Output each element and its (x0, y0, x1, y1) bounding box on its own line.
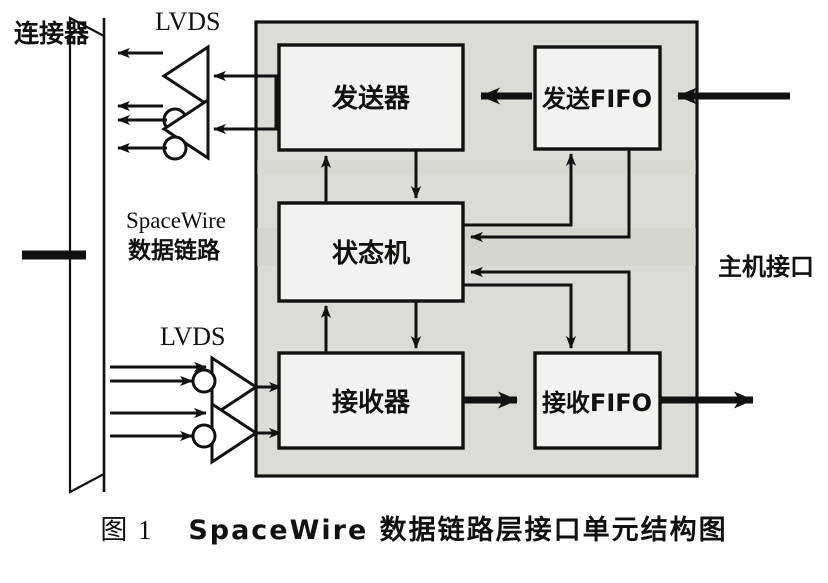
sm-to-send-fifo (463, 153, 577, 227)
datalink-label-line1: SpaceWire (126, 208, 226, 233)
block-transmitter[interactable] (277, 43, 465, 152)
lvds-driver-1 (161, 44, 210, 108)
block-receive-fifo-label: 接收FIFO (542, 389, 652, 417)
figure-caption-number: 图 1 (100, 515, 154, 545)
figure-caption-text: SpaceWire 数据链路层接口单元结构图 (188, 515, 728, 546)
lvds-driver-2-bubble (162, 135, 188, 161)
lvds-top-label: LVDS (155, 7, 221, 36)
host-interface-label: 主机接口 (718, 253, 814, 281)
block-state-machine-label: 状态机 (332, 238, 410, 269)
receive-fifo-to-sm (470, 266, 631, 353)
figure-caption: 图 1 SpaceWire 数据链路层接口单元结构图 (0, 508, 828, 547)
sm-to-receive-fifo (463, 283, 577, 349)
lvds-receiver-2 (210, 401, 259, 465)
lvds-receiver-1-bubble (191, 368, 217, 394)
block-transmitter-label: 发送器 (331, 83, 411, 114)
block-state-machine[interactable] (277, 201, 465, 303)
block-send-fifo[interactable] (533, 45, 662, 151)
lvds-bottom-label: LVDS (160, 322, 226, 351)
datalink-label-line2: 数据链路 (128, 237, 221, 264)
lvds-receiver-2-bubble (191, 423, 217, 449)
block-receiver-label: 接收器 (332, 388, 411, 418)
block-receiver[interactable] (277, 351, 465, 450)
send-fifo-to-sm (470, 150, 631, 243)
connector-label: 连接器 (14, 19, 90, 48)
block-receive-fifo[interactable] (533, 351, 662, 450)
block-send-fifo-label: 发送FIFO (541, 85, 652, 113)
